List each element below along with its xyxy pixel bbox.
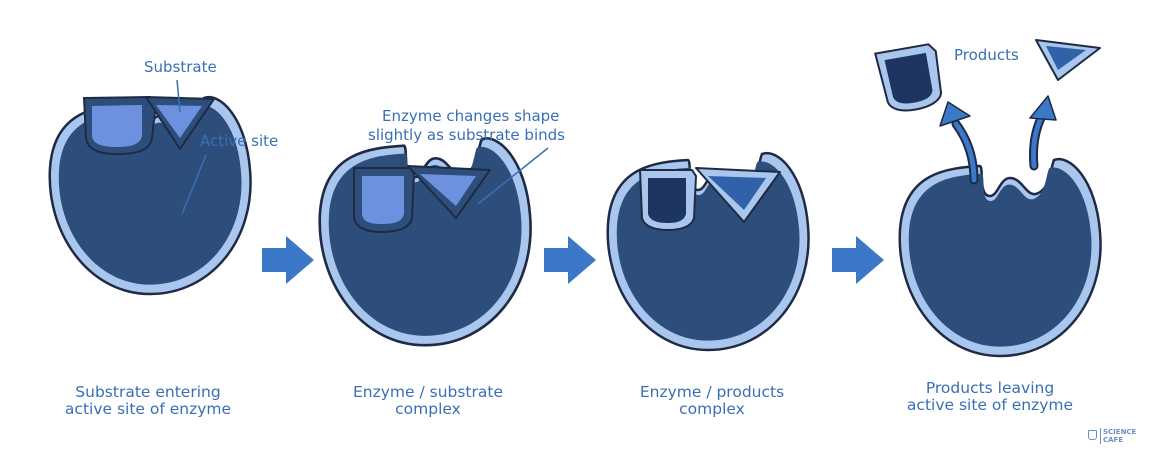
step-arrow-icon [544,236,596,284]
stage-3-enzyme-products-complex [606,151,810,352]
logo-text-line2: CAFE [1103,436,1124,444]
shape-change-label-line1: Enzyme changes shape [382,107,559,125]
caption-3: Enzyme / products complex [640,383,784,418]
stage-4-products-leaving: Products [874,39,1102,358]
product-release-arrow-icon [939,101,979,185]
caption-4-line1: Products leaving [926,379,1054,397]
science-cafe-logo: SCIENCE CAFE [1088,427,1152,447]
active-site-label: Active site [200,132,278,150]
caption-1: Substrate entering active site of enzyme [65,383,231,418]
products-label: Products [954,46,1019,64]
product-leaving-cup [874,43,943,112]
substrate-1 [82,95,215,156]
step-arrow-icon [262,236,314,284]
caption-3-line2: complex [679,400,745,418]
shape-change-leader-line [477,147,549,205]
caption-3-line1: Enzyme / products [640,383,784,401]
cup-icon [1088,430,1097,440]
substrate-leader-line [176,79,181,113]
stage-1-substrate-entering: Substrate Active site [48,58,278,296]
substrate-label: Substrate [144,58,217,76]
caption-1-line2: active site of enzyme [65,400,231,418]
caption-2-line1: Enzyme / substrate [353,383,503,401]
active-site-leader-line [181,154,207,215]
shape-change-label-line2: slightly as substrate binds [368,126,565,144]
caption-2-line2: complex [395,400,461,418]
enzyme-4 [898,157,1102,358]
caption-4-line2: active site of enzyme [907,396,1073,414]
caption-1-line1: Substrate entering [75,383,220,401]
logo-text-line1: SCIENCE [1103,428,1137,436]
substrate-2 [353,165,491,234]
stage-2-enzyme-substrate-complex: Enzyme changes shape slightly as substra… [318,107,565,347]
logo-divider [1100,428,1101,444]
caption-4: Products leaving active site of enzyme [907,379,1073,414]
product-leaving-triangle [1035,39,1101,81]
caption-2: Enzyme / substrate complex [353,383,503,418]
step-arrow-icon [832,236,884,284]
product-release-arrow-icon [1029,95,1057,171]
products-3 [638,167,781,232]
